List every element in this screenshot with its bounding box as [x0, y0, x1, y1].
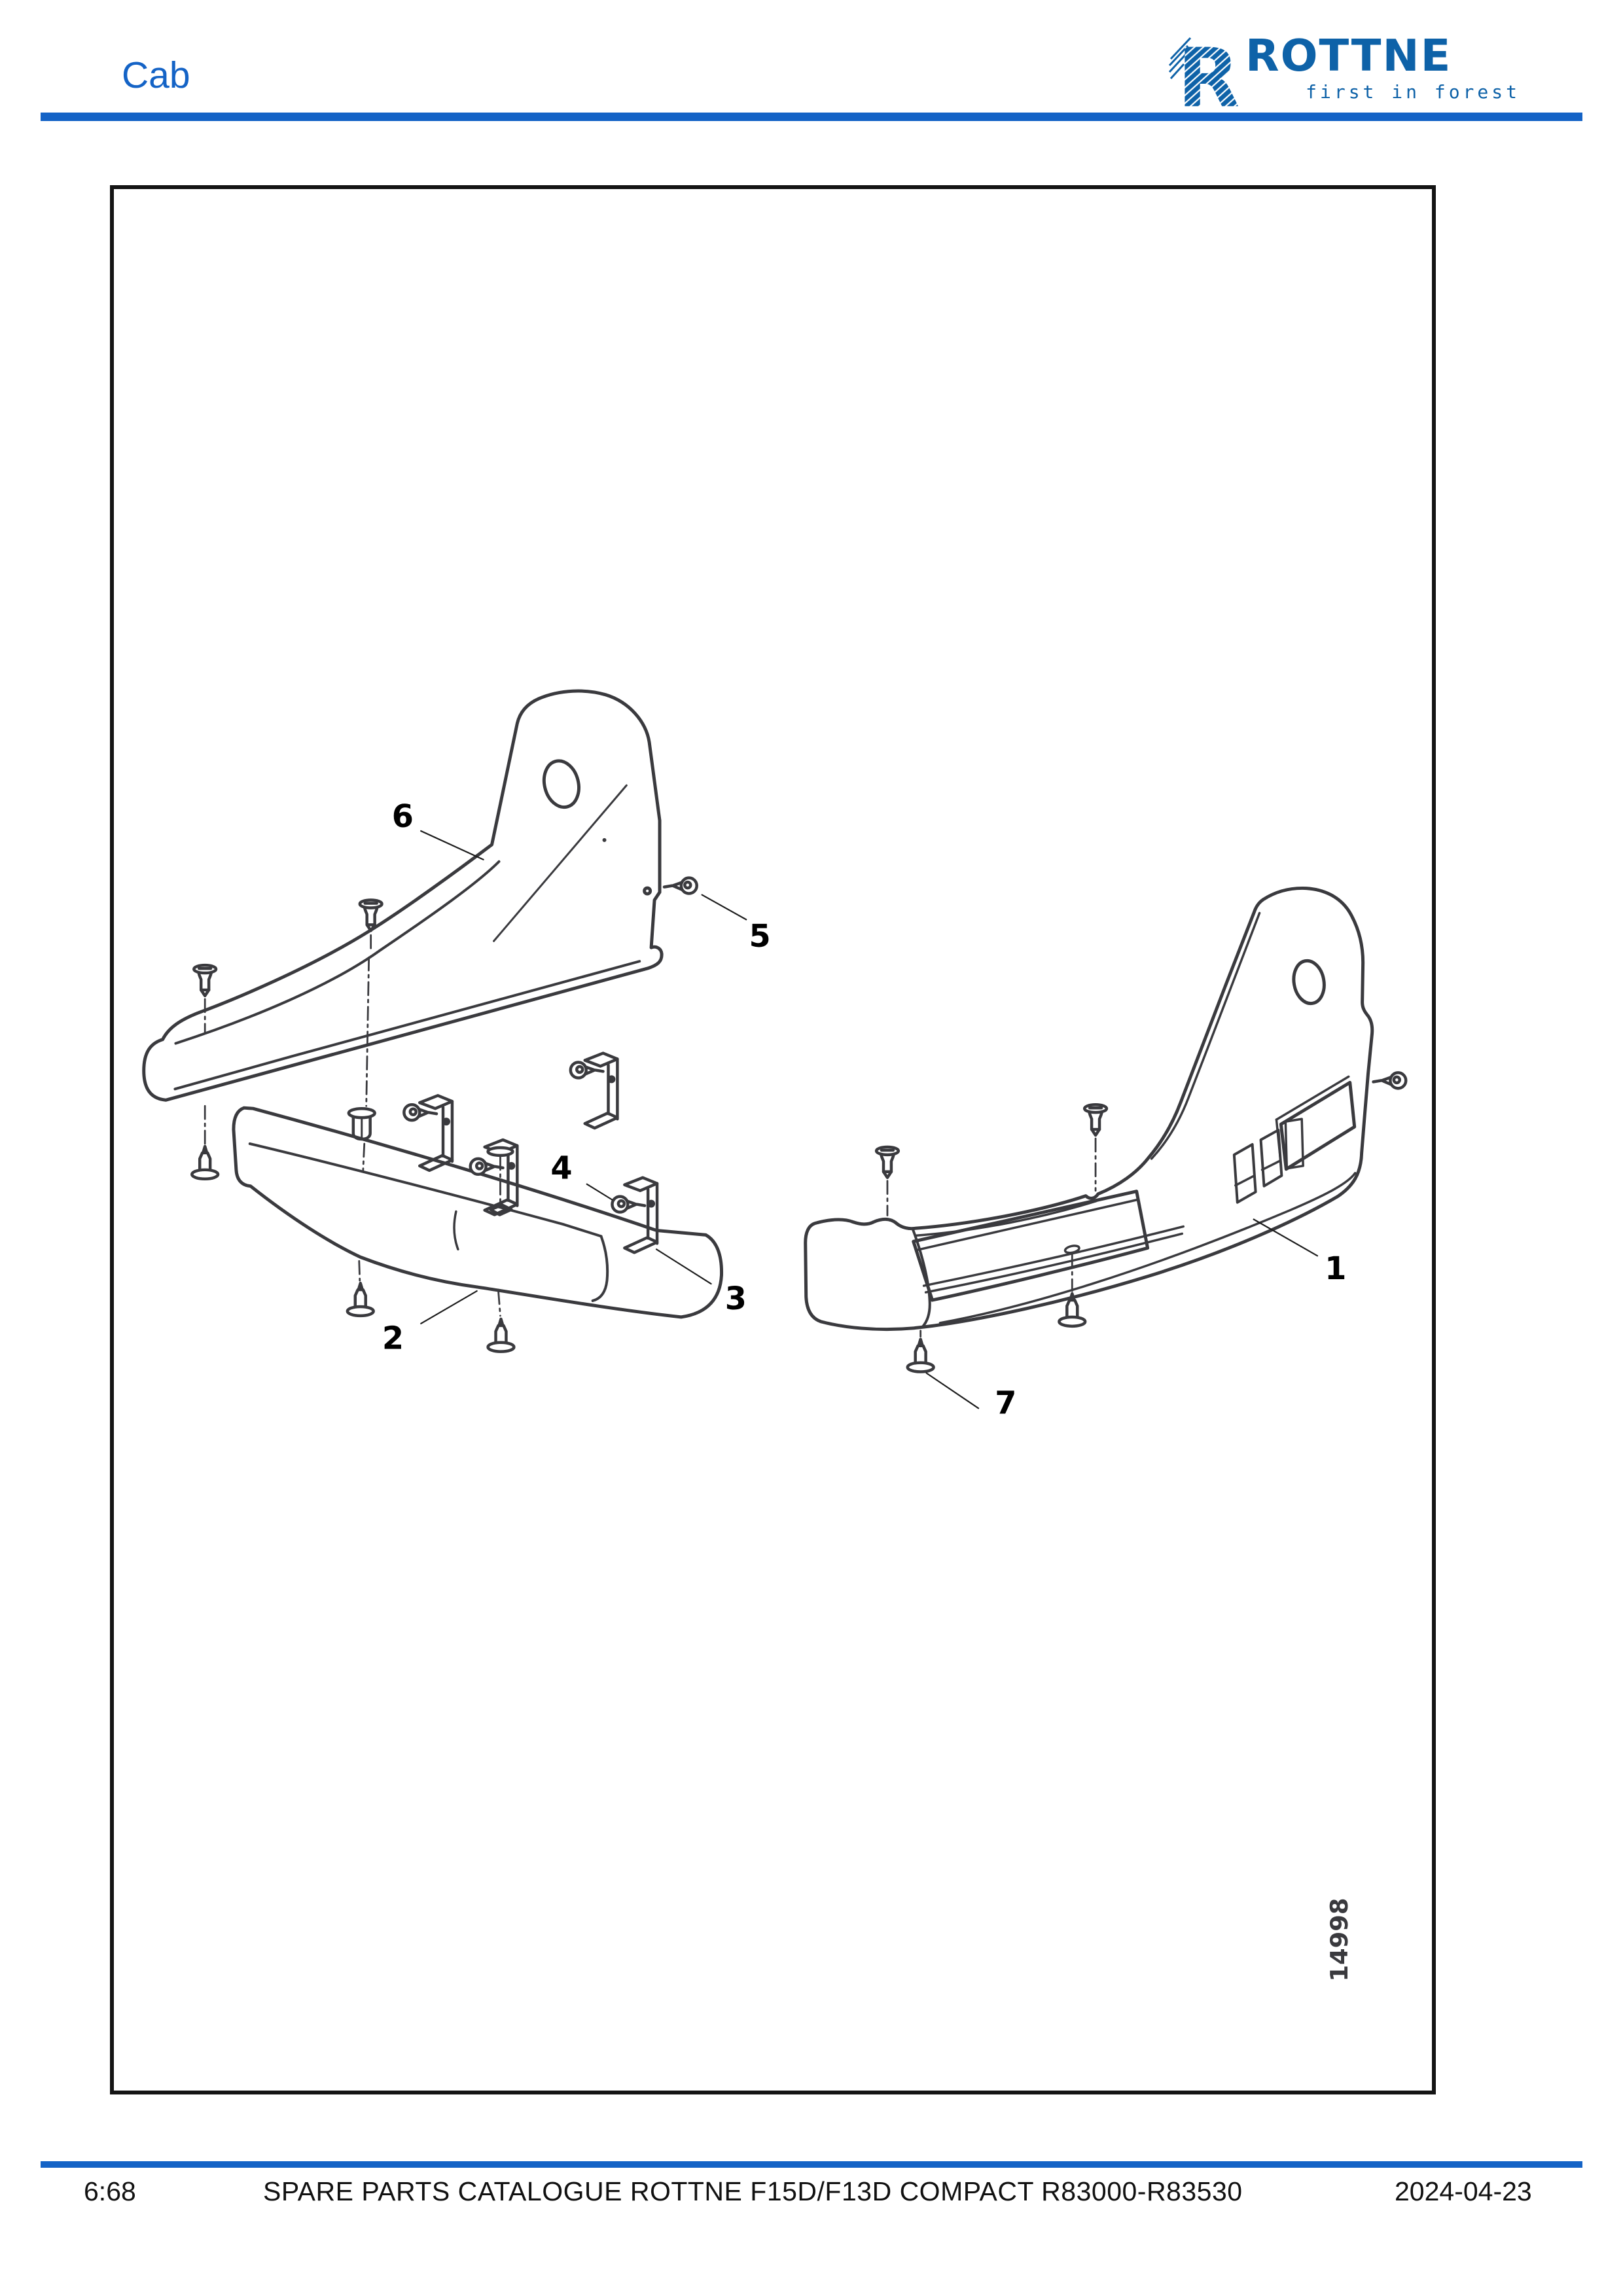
- screw-icon: [194, 965, 216, 996]
- screw-icon: [876, 1147, 899, 1178]
- footer-page-number: 6:68: [84, 2176, 136, 2206]
- section-title: Cab: [122, 54, 190, 96]
- screw-icon: [348, 1283, 374, 1316]
- figure-number: 14998: [1325, 1898, 1353, 1982]
- footer-catalogue-title: SPARE PARTS CATALOGUE ROTTNE F15D/F13D C…: [263, 2176, 1243, 2206]
- callout-7: 7: [995, 1385, 1016, 1421]
- callout-4: 4: [550, 1151, 572, 1187]
- plug-icon: [347, 1106, 376, 1141]
- part-3-brackets: [419, 1053, 657, 1253]
- callout-3: 3: [725, 1281, 747, 1317]
- bracket: [585, 1053, 618, 1129]
- callout-leaders: [420, 830, 1319, 1409]
- screw-icon: [192, 1146, 218, 1179]
- callout-6: 6: [392, 799, 414, 835]
- screw-icon: [612, 1197, 645, 1212]
- part-1-side-panel: [804, 886, 1374, 1332]
- fastener-screws: [192, 878, 1406, 1372]
- callout-5: 5: [749, 919, 771, 955]
- screw-icon: [664, 878, 697, 894]
- screw-icon: [488, 1319, 514, 1352]
- rottne-r-mark-icon: R: [1168, 33, 1240, 113]
- part-6-side-panel: [142, 689, 664, 1102]
- rottne-logo: R ROTTNE first in forest: [1168, 30, 1522, 113]
- diagram-frame: 1 2 3 4 5 6 7 14998: [110, 185, 1436, 2094]
- screw-icon: [908, 1339, 934, 1372]
- footer-date: 2024-04-23: [1395, 2176, 1532, 2206]
- footer-divider-rule: [41, 2161, 1582, 2168]
- exploded-parts-diagram: 1 2 3 4 5 6 7 14998: [142, 689, 1432, 1982]
- part-6-hole: [542, 759, 580, 809]
- assembly-axes: [204, 934, 1097, 1338]
- screw-icon: [1374, 1072, 1406, 1088]
- logo-tagline-text: first in forest: [1306, 81, 1520, 103]
- logo-brand-text: ROTTNE: [1245, 30, 1452, 81]
- part-1-hole: [1292, 959, 1326, 1006]
- screw-icon: [471, 1159, 503, 1174]
- callout-1: 1: [1325, 1251, 1346, 1287]
- callout-2: 2: [382, 1321, 404, 1357]
- part-2-lower-cover: [232, 1106, 723, 1319]
- screw-icon: [1084, 1104, 1107, 1135]
- svg-text:R: R: [1177, 33, 1240, 113]
- header-divider-rule: [41, 113, 1582, 121]
